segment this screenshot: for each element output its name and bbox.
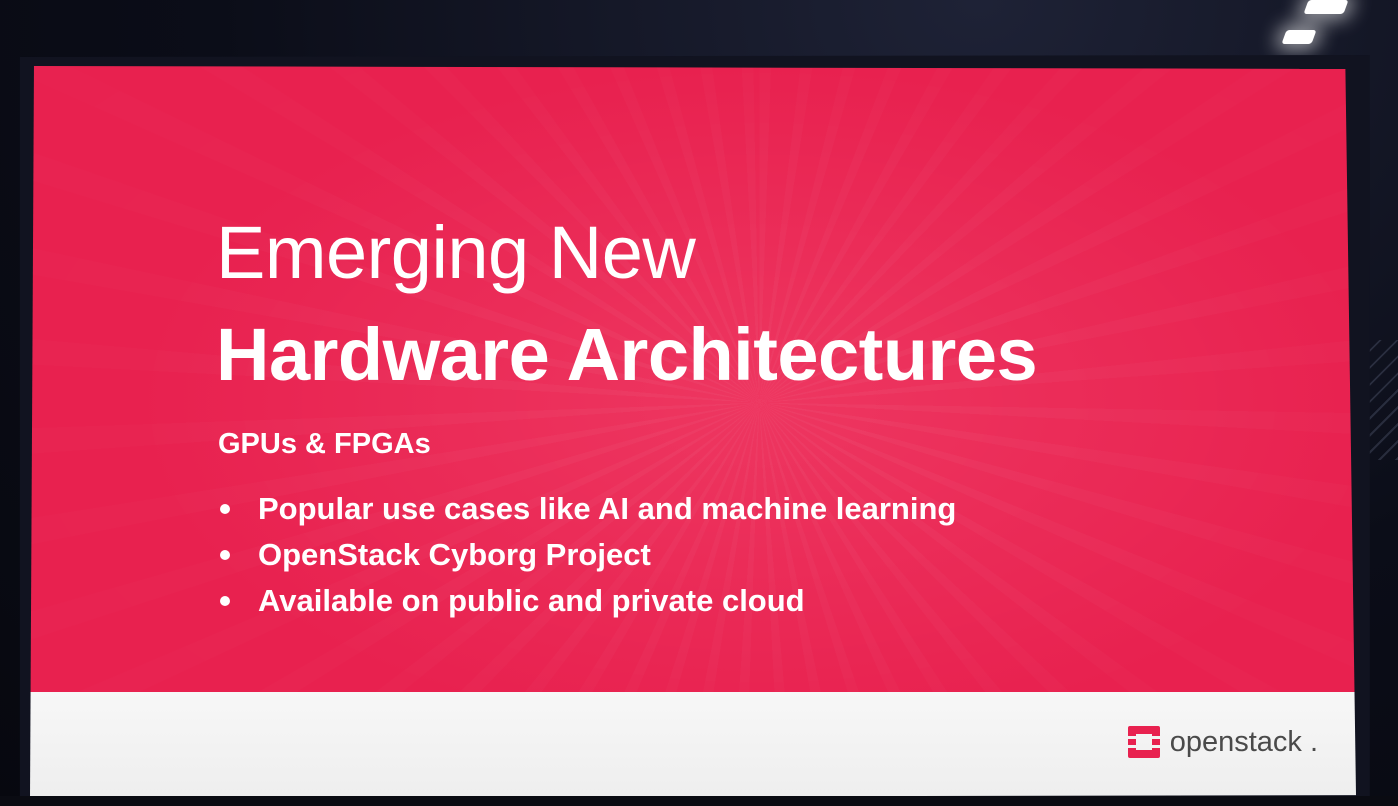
openstack-logo: openstack. — [1126, 724, 1318, 760]
bullet-text: Available on public and private cloud — [258, 583, 805, 618]
slide-title-line2: Hardware Architectures — [216, 313, 1038, 396]
screen-bottom-edge — [0, 796, 1398, 806]
openstack-logo-icon — [1127, 726, 1160, 758]
slide-rays-background — [30, 66, 1356, 798]
ceiling-light — [1281, 30, 1317, 44]
bullet-item: Available on public and private cloud — [218, 578, 956, 624]
bullet-list: Popular use cases like AI and machine le… — [218, 486, 956, 624]
bullet-text: Popular use cases like AI and machine le… — [258, 491, 957, 526]
ceiling-light — [1303, 0, 1349, 14]
openstack-logo-dot: . — [1309, 725, 1318, 758]
bullet-item: Popular use cases like AI and machine le… — [218, 486, 956, 532]
bullet-dot-icon — [220, 550, 230, 560]
bullet-dot-icon — [220, 596, 230, 606]
slide-glow — [30, 66, 1356, 798]
bullet-text: OpenStack Cyborg Project — [258, 537, 651, 572]
slide-footer: openstack. — [30, 692, 1356, 798]
slide: Emerging New Hardware Architectures GPUs… — [30, 66, 1356, 798]
slide-title-line1: Emerging New — [216, 211, 696, 294]
bullet-dot-icon — [220, 504, 230, 514]
slide-subheading: GPUs & FPGAs — [218, 428, 431, 460]
bullet-item: OpenStack Cyborg Project — [218, 532, 956, 578]
openstack-logo-text: openstack — [1169, 725, 1302, 758]
